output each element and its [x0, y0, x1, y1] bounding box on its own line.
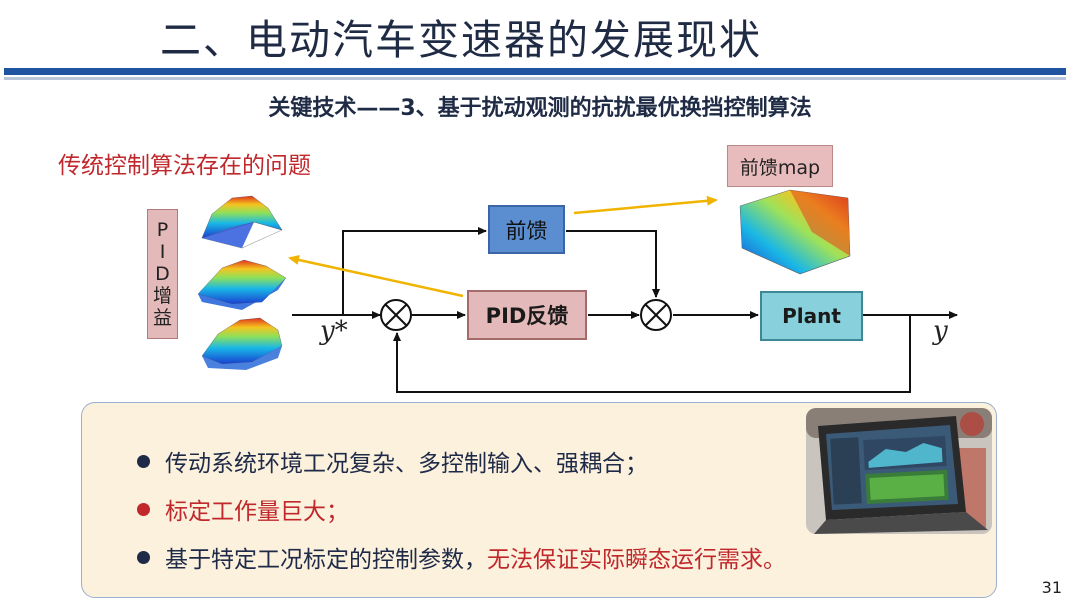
surface-plot-d [184, 312, 296, 374]
title-rule [4, 68, 1066, 75]
output-label: y [933, 316, 948, 346]
bullet-text: 基于特定工况标定的控制参数， [165, 547, 487, 573]
reference-input-label: y* [320, 316, 348, 346]
feedforward-to-sum [566, 230, 660, 298]
bullet-item: 标定工作量巨大； [137, 492, 349, 526]
pid-gain-char: 增 [152, 285, 172, 307]
feedforward-map-label: 前馈map [727, 145, 833, 187]
pid-gain-char: I [159, 241, 166, 263]
feedforward-branch [342, 227, 487, 315]
bullet-dot [137, 454, 150, 468]
bullet-text: 传动系统环境工况复杂、多控制输入、强耦合； [165, 451, 648, 477]
feedback-loop [393, 315, 911, 393]
feedforward-map-plot [731, 182, 859, 276]
bullet-dot [137, 550, 150, 564]
bullet-dot [137, 502, 150, 516]
pid-feedback-block: PID反馈 [467, 290, 587, 340]
bullet-highlight: 无法保证实际瞬态运行需求。 [487, 547, 786, 573]
pid-gain-char: P [156, 219, 169, 241]
problem-heading: 传统控制算法存在的问题 [58, 153, 311, 179]
slide-title: 二、电动汽车变速器的发展现状 [160, 16, 762, 64]
pid-gain-label: P I D 增 益 [147, 209, 178, 339]
slide-subtitle: 关键技术——3、基于扰动观测的抗扰最优换挡控制算法 [268, 96, 812, 121]
bullet-item: 传动系统环境工况复杂、多控制输入、强耦合； [137, 444, 648, 478]
bullet-text: 标定工作量巨大； [165, 499, 349, 525]
summing-junction-2 [640, 299, 672, 331]
title-rule-shadow [4, 77, 1066, 80]
feedforward-block: 前馈 [488, 205, 565, 254]
pid-gain-char: 益 [152, 307, 172, 329]
calibration-laptop-photo [806, 408, 992, 534]
pid-gain-char: D [155, 263, 170, 285]
pid-gain-surface-plots [184, 188, 296, 374]
ff-to-map-arrow [573, 195, 718, 215]
pid-to-gain-arrow [288, 255, 464, 298]
bullet-item: 基于特定工况标定的控制参数， 无法保证实际瞬态运行需求。 [137, 540, 786, 574]
summing-junction-1 [380, 299, 412, 331]
page-number: 31 [1041, 578, 1062, 597]
plant-block: Plant [760, 291, 863, 341]
surface-plot-p [184, 188, 296, 249]
surface-plot-i [184, 250, 296, 310]
